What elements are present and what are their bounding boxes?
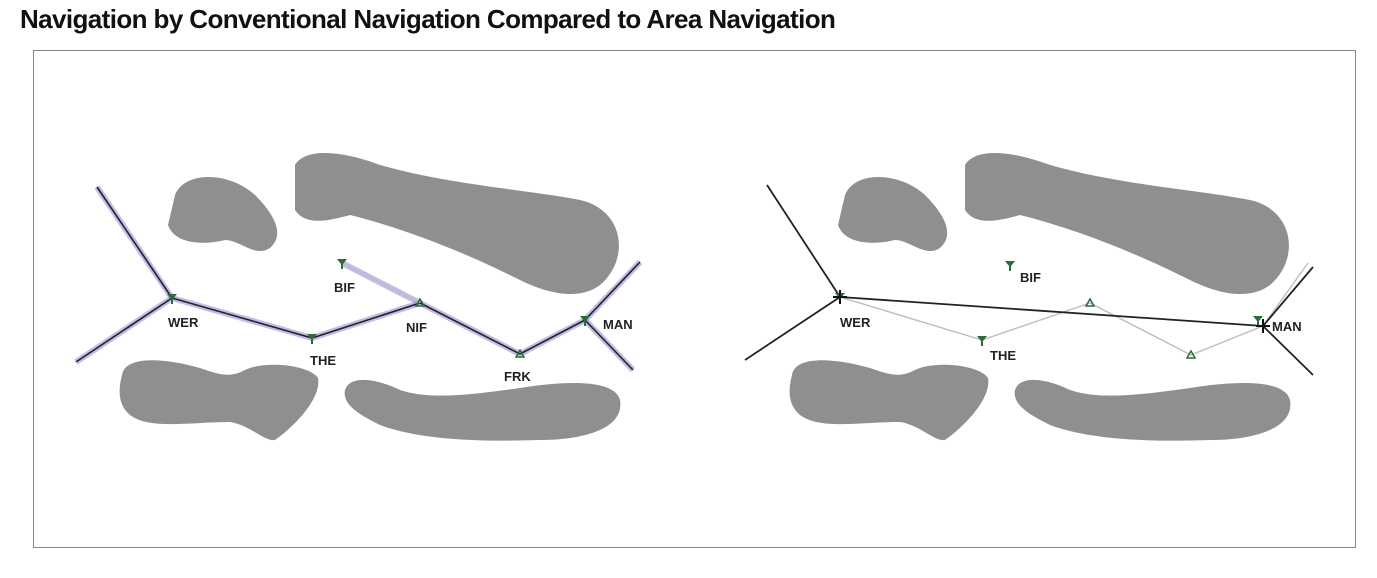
page-title: Navigation by Conventional Navigation Co… xyxy=(20,4,836,34)
conventional-route-faded xyxy=(839,296,1264,356)
figure-frame xyxy=(33,50,1356,548)
label-the: THE xyxy=(310,353,336,368)
faded-leg xyxy=(1262,262,1309,327)
navaid-bif-icon xyxy=(1005,261,1015,271)
label-wer: WER xyxy=(840,315,871,330)
label-frk: FRK xyxy=(504,369,531,384)
label-nif: NIF xyxy=(406,320,427,335)
navaid-man-icon xyxy=(1253,316,1263,326)
terrain-shapes xyxy=(119,152,621,441)
rnav-direct-route xyxy=(744,184,1314,376)
label-bif: BIF xyxy=(334,280,355,295)
label-wer: WER xyxy=(168,315,199,330)
label-man: MAN xyxy=(603,317,633,332)
area-navigation-panel: WER THE BIF MAN xyxy=(744,152,1314,441)
terrain-shapes xyxy=(789,152,1291,441)
label-the: THE xyxy=(990,348,1016,363)
bif-radial xyxy=(341,262,421,304)
navaid-the-icon xyxy=(977,336,987,346)
label-man: MAN xyxy=(1272,319,1302,334)
rnav-fix-icon xyxy=(833,290,1270,333)
conventional-navigation-panel: WER THE BIF NIF FRK MAN xyxy=(74,152,643,441)
label-bif: BIF xyxy=(1020,270,1041,285)
